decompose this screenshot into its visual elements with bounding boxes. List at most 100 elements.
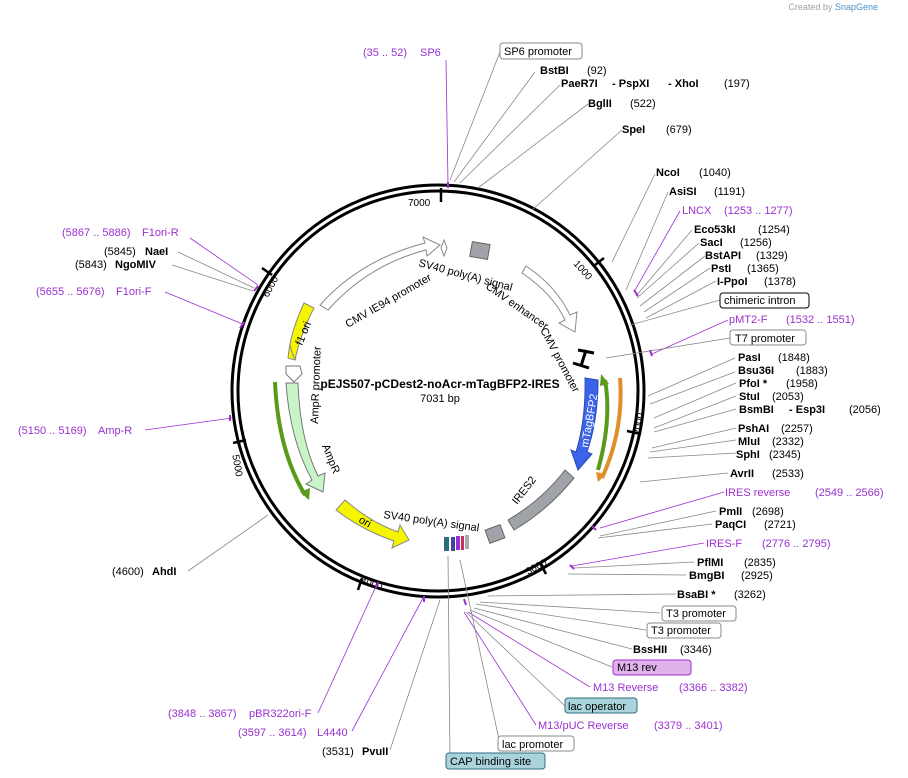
- feature-ori: [335, 499, 410, 549]
- feature-t7-marker: [572, 348, 595, 370]
- right-label-10-name: BstAPI: [705, 250, 741, 262]
- right-label-38-name: M13/pUC Reverse: [538, 720, 628, 732]
- feature-cmv-enhancer: [521, 265, 578, 333]
- right-label-27-pos: (2721): [764, 519, 796, 531]
- left-label-9-pos: (3531): [322, 746, 354, 758]
- right-label-20-n2: - Esp3I: [789, 404, 825, 416]
- right-label-7-name: LNCX: [682, 205, 712, 217]
- right-label-33-box: [646, 622, 722, 639]
- left-label-6-name: AhdI: [152, 566, 176, 578]
- right-label-12-name: I-PpoI: [717, 276, 748, 288]
- left-label-9-name: PvuII: [362, 746, 388, 758]
- left-label-1-pos: (5867 .. 5886): [62, 227, 131, 239]
- backbone-inner: [236, 189, 640, 593]
- right-label-13-box: [719, 292, 810, 309]
- right-label-31-pos: (3262): [734, 589, 766, 601]
- right-label-9-pos: (1256): [740, 237, 772, 249]
- snapgene-logo: SnapGene: [834, 2, 878, 12]
- right-label-26-pos: (2698): [752, 506, 784, 518]
- left-label-5-pos: (5150 .. 5169): [18, 425, 87, 437]
- left-label-1-name: F1ori-R: [142, 227, 179, 239]
- right-label-23-pos: (2345): [769, 449, 801, 461]
- feature-orf-green-head: [600, 374, 609, 386]
- right-label-26-name: PmlI: [719, 506, 742, 518]
- right-label-13-text: chimeric intron: [724, 295, 796, 307]
- right-label-34-name: BssHII: [633, 644, 667, 656]
- left-label-0-name: SP6: [420, 47, 441, 59]
- right-label-22-pos: (2332): [772, 436, 804, 448]
- right-label-14-name: pMT2-F: [729, 314, 768, 326]
- credit-prefix: Created by: [788, 2, 833, 12]
- right-label-6-name: AsiSI: [669, 186, 697, 198]
- feature-orf-orange: [600, 377, 623, 479]
- right-label-37-text: lac operator: [568, 701, 626, 713]
- label-mtagbfp2: mTagBFP2: [579, 393, 600, 449]
- right-label-6-pos: (1191): [714, 186, 745, 198]
- left-label-8-pos: (3597 .. 3614): [238, 727, 307, 739]
- right-label-27-name: PaqCI: [715, 519, 746, 531]
- right-label-30-pos: (2925): [741, 570, 773, 582]
- right-label-22-name: MluI: [738, 436, 760, 448]
- right-label-28-name: IRES-F: [706, 538, 742, 550]
- site-marks: [229, 182, 653, 606]
- tick-5000: 5000: [229, 454, 244, 478]
- right-label-8-name: Eco53kI: [694, 224, 736, 236]
- right-label-21-name: PshAI: [738, 423, 769, 435]
- feature-ampr-orf: [273, 381, 307, 497]
- right-label-29-name: PflMI: [697, 557, 723, 569]
- right-label-2-n2: - PspXI: [612, 78, 649, 90]
- feature-ampr-promoter: [285, 365, 303, 383]
- right-label-3-name: BglII: [588, 98, 612, 110]
- right-label-1-pos: (92): [587, 65, 607, 77]
- features: [273, 236, 623, 551]
- right-label-31-name: BsaBI *: [677, 589, 716, 601]
- plasmid-size: 7031 bp: [420, 393, 460, 405]
- right-label-19-pos: (2053): [772, 391, 804, 403]
- right-label-8-pos: (1254): [758, 224, 790, 236]
- right-label-35-text: M13 rev: [617, 662, 657, 674]
- right-label-2-n3: - XhoI: [668, 78, 699, 90]
- right-label-17-name: Bsu36I: [738, 365, 774, 377]
- right-label-15-text: T7 promoter: [735, 333, 795, 345]
- left-label-8-name: L4440: [317, 727, 348, 739]
- right-label-4-pos: (679): [666, 124, 692, 136]
- right-label-12-pos: (1378): [764, 276, 796, 288]
- left-label-3-name: NgoMIV: [115, 259, 157, 271]
- right-label-25-name: IRES reverse: [725, 487, 790, 499]
- feature-cmv-ie94-promoter: [319, 236, 441, 311]
- right-label-10-pos: (1329): [756, 250, 788, 262]
- right-label-7-pos: (1253 .. 1277): [724, 205, 793, 217]
- left-label-2-pos: (5845): [104, 246, 136, 258]
- right-label-18-name: PfoI *: [739, 378, 768, 390]
- right-label-2-pos: (197): [724, 78, 750, 90]
- label-ampr-promoter: AmpR promoter: [309, 346, 324, 424]
- right-label-36-name: M13 Reverse: [593, 682, 658, 694]
- right-label-14-pos: (1532 .. 1551): [786, 314, 855, 326]
- tick-2000: 2000: [632, 412, 647, 436]
- feature-gray-small: [484, 524, 506, 544]
- left-label-2-name: NaeI: [145, 246, 168, 258]
- feature-ampr-orf-head: [300, 488, 310, 500]
- right-label-25-pos: (2549 .. 2566): [815, 487, 884, 499]
- right-label-36-pos: (3366 .. 3382): [679, 682, 748, 694]
- left-label-4-pos: (5655 .. 5676): [36, 286, 105, 298]
- right-label-5-pos: (1040): [699, 167, 731, 179]
- right-label-39-text: lac promoter: [502, 739, 563, 751]
- right-label-9-name: SacI: [700, 237, 723, 249]
- right-label-21-pos: (2257): [781, 423, 813, 435]
- feature-sv40-small: [440, 238, 448, 258]
- right-label-0-box: [499, 42, 583, 60]
- right-label-0-text: SP6 promoter: [504, 46, 572, 58]
- left-label-4-name: F1ori-F: [116, 286, 152, 298]
- tick-7000: 7000: [408, 198, 431, 209]
- right-label-38-pos: (3379 .. 3401): [654, 720, 723, 732]
- leader-lines: [144, 51, 737, 761]
- right-label-18-pos: (1958): [786, 378, 818, 390]
- feature-ampr: [285, 382, 326, 493]
- right-label-4-name: SpeI: [622, 124, 645, 136]
- right-label-2-name: PaeR7I: [561, 78, 598, 90]
- right-label-16-name: PasI: [738, 352, 761, 364]
- right-label-17-pos: (1883): [796, 365, 828, 377]
- right-label-30-name: BmgBI: [689, 570, 724, 582]
